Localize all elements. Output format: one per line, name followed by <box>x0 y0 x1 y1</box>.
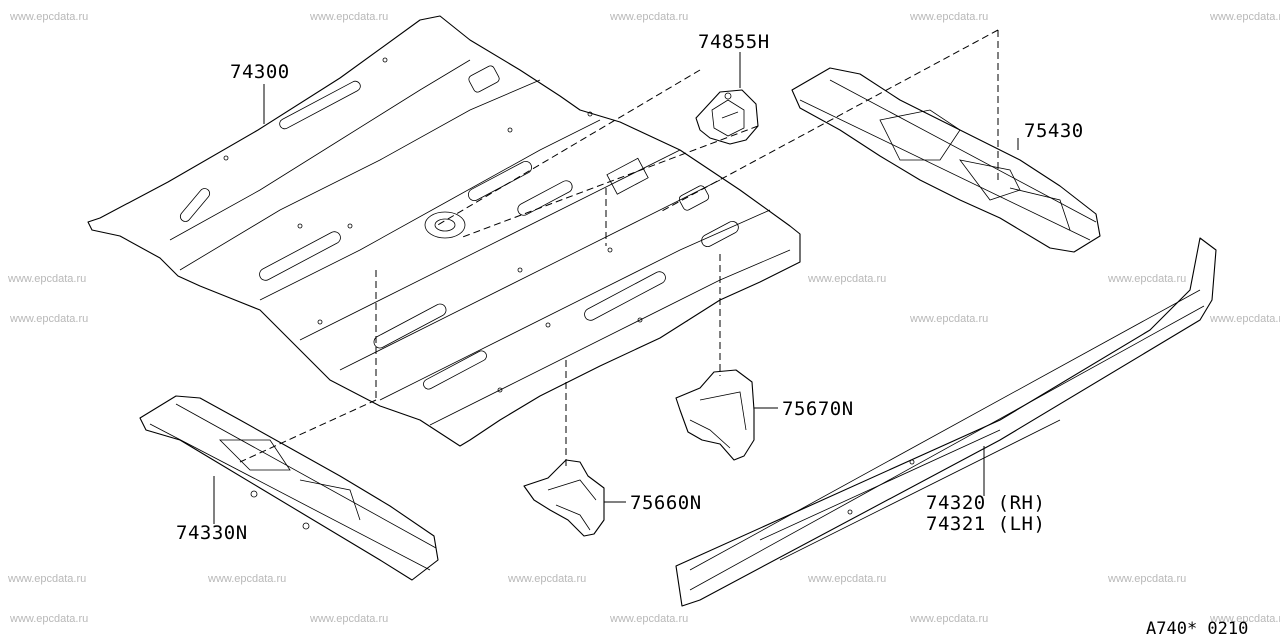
watermark-text: www.epcdata.ru <box>609 613 688 625</box>
label-75670n: 75670N <box>782 398 854 420</box>
watermark-text: www.epcdata.ru <box>9 11 88 23</box>
watermark-text: www.epcdata.ru <box>609 11 688 23</box>
watermark-text: www.epcdata.ru <box>807 573 886 585</box>
diagram-code: A740* 0210 <box>1146 619 1248 639</box>
bracket-74855h-drawing[interactable] <box>695 89 759 145</box>
watermark-text: www.epcdata.ru <box>207 573 286 585</box>
watermark-text: www.epcdata.ru <box>909 11 988 23</box>
watermark-text: www.epcdata.ru <box>7 273 86 285</box>
watermark-text: www.epcdata.ru <box>507 573 586 585</box>
assembly-dashed-lines <box>239 29 999 470</box>
label-74330n: 74330N <box>176 522 248 544</box>
watermark-text: www.epcdata.ru <box>9 313 88 325</box>
watermark-text: www.epcdata.ru <box>309 613 388 625</box>
watermark-text: www.epcdata.ru <box>909 313 988 325</box>
rear-member-drawing[interactable] <box>791 67 1101 253</box>
label-74321-lh: 74321 (LH) <box>926 513 1045 535</box>
side-sill-drawing[interactable] <box>675 237 1217 607</box>
watermark-text: www.epcdata.ru <box>807 273 886 285</box>
part-labels: 74300 74855H 75430 75670N 75660N 74330N … <box>176 31 1084 544</box>
watermark-text: www.epcdata.ru <box>1107 273 1186 285</box>
watermark-text: www.epcdata.ru <box>309 11 388 23</box>
watermark-text: www.epcdata.ru <box>909 613 988 625</box>
front-member-drawing[interactable] <box>139 395 439 581</box>
watermark-text: www.epcdata.ru <box>1209 313 1280 325</box>
label-74320-rh: 74320 (RH) <box>926 492 1045 514</box>
label-75430: 75430 <box>1024 120 1084 142</box>
watermark-text: www.epcdata.ru <box>7 573 86 585</box>
label-75660n: 75660N <box>630 492 702 514</box>
leader-lines <box>213 52 1019 524</box>
floor-panel-drawing[interactable] <box>87 15 801 447</box>
watermark-text: www.epcdata.ru <box>1209 11 1280 23</box>
bracket-75660n-drawing[interactable] <box>523 459 605 537</box>
watermark-text: www.epcdata.ru <box>1107 573 1186 585</box>
watermark-text: www.epcdata.ru <box>1209 613 1280 625</box>
watermark-text: www.epcdata.ru <box>9 613 88 625</box>
bracket-75670n-drawing[interactable] <box>675 369 755 461</box>
label-74855h: 74855H <box>698 31 770 53</box>
label-74300: 74300 <box>230 61 290 83</box>
